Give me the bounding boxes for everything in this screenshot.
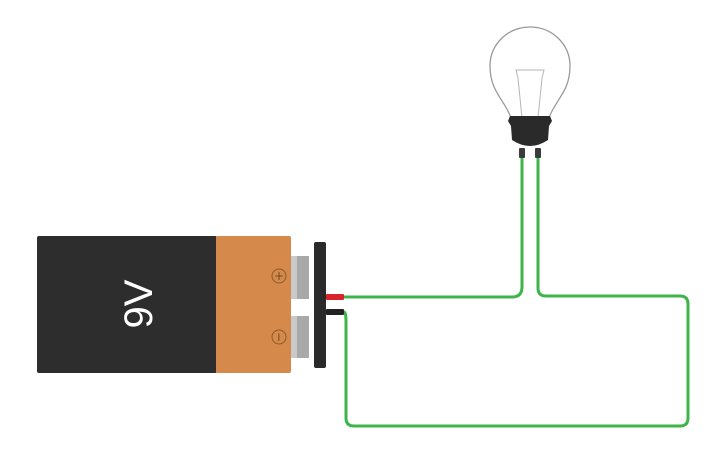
bulb-glass [489, 26, 571, 119]
battery-body [37, 236, 217, 373]
wire-negative[interactable] [342, 156, 690, 428]
light-bulb-icon[interactable] [489, 26, 571, 158]
negative-terminal-shade [291, 316, 297, 358]
negative-lead[interactable] [326, 309, 344, 315]
bulb-base [508, 116, 552, 146]
battery-band [216, 236, 291, 373]
negative-symbol-ring [271, 329, 287, 345]
positive-lead[interactable] [326, 294, 344, 300]
negative-symbol: − [272, 332, 286, 342]
positive-terminal-shade [291, 256, 297, 299]
wires [342, 156, 690, 428]
snap-connector [314, 242, 326, 368]
bulb-contact-left[interactable] [519, 148, 525, 158]
battery-9v-icon[interactable]: 9V + − [37, 236, 344, 373]
bulb-filament [515, 69, 545, 119]
positive-symbol-ring [271, 268, 287, 284]
positive-symbol: + [274, 269, 284, 283]
bulb-contact-right[interactable] [535, 148, 541, 158]
wire-positive[interactable] [342, 156, 524, 299]
battery-label: 9V [117, 279, 161, 328]
